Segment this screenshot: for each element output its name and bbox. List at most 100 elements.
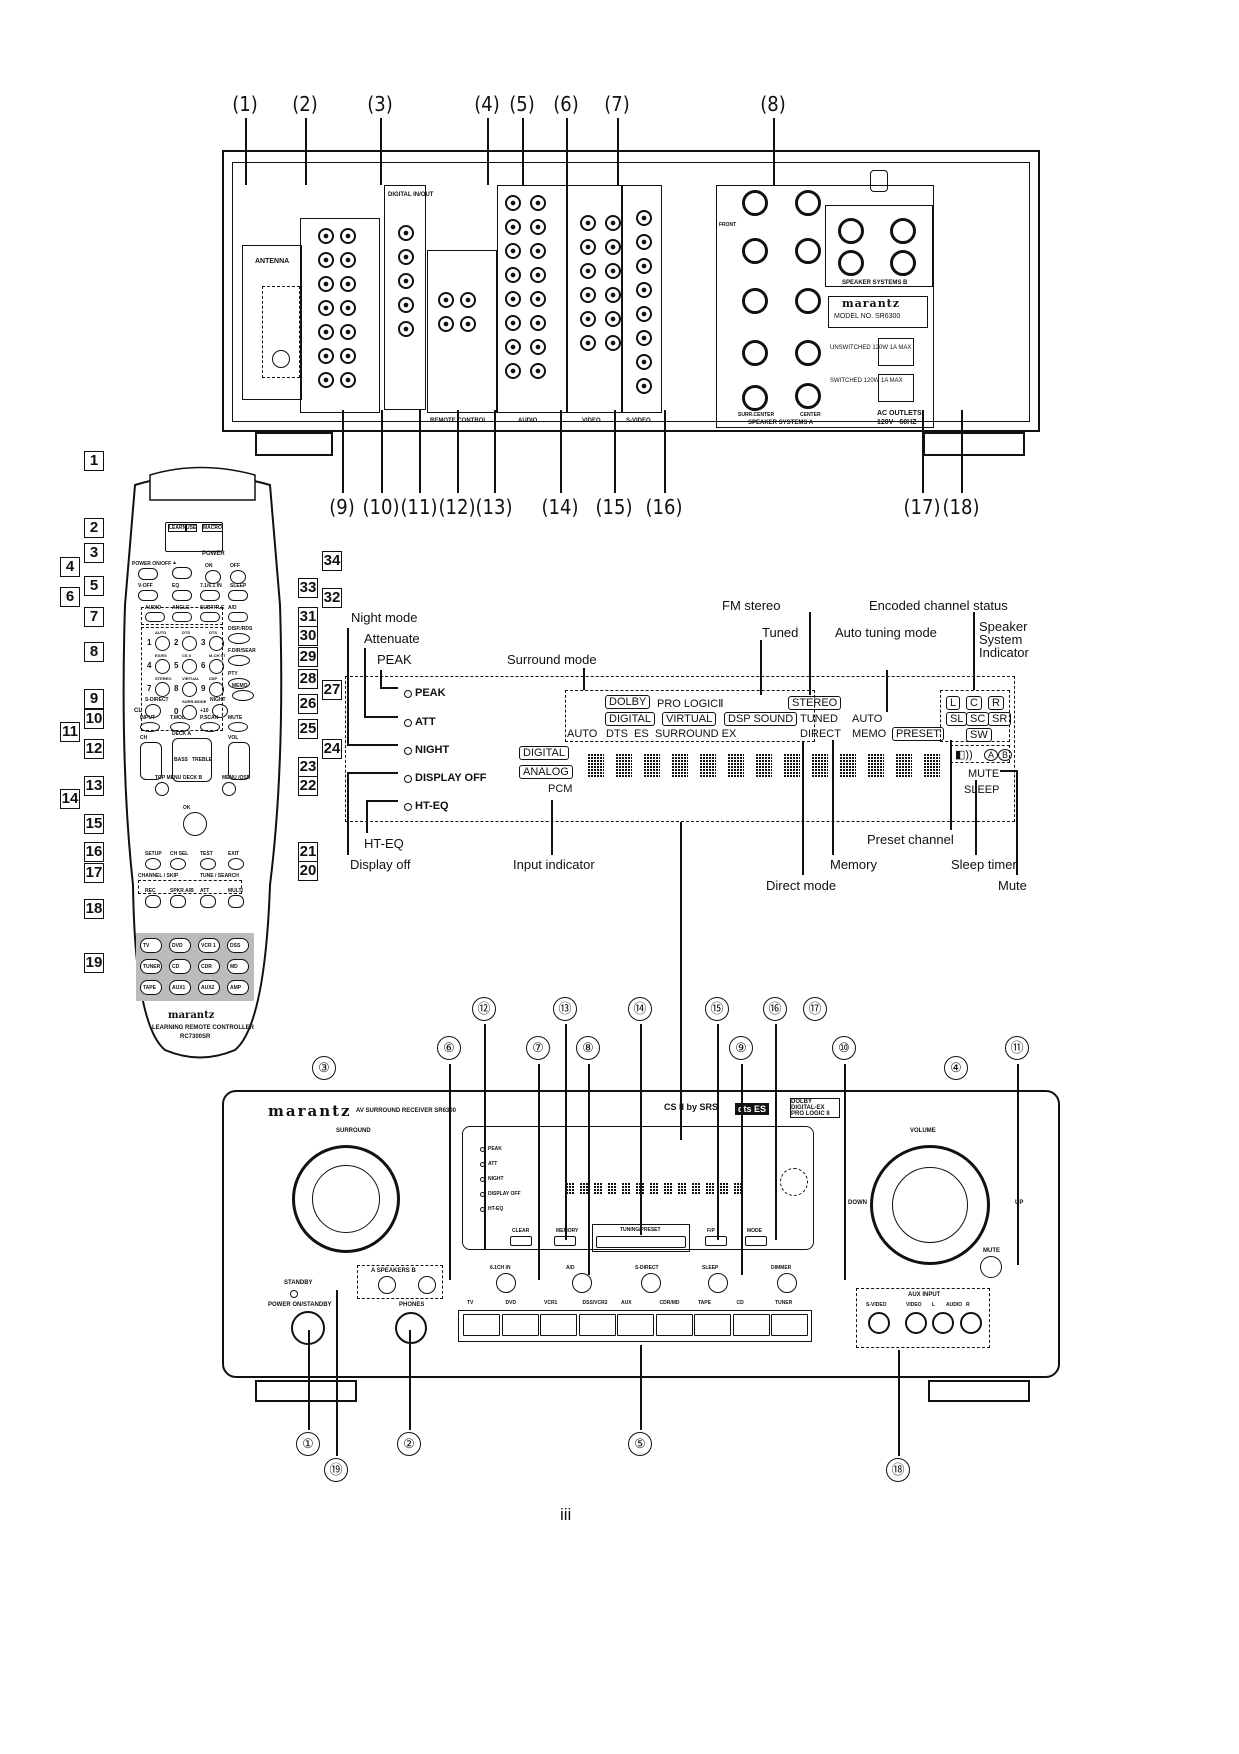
remote-number-key-2[interactable] [182,636,197,651]
remote-ch-sel-button[interactable] [170,858,186,870]
remote-source-aux2[interactable] [198,980,220,995]
remote-number-key-8[interactable] [182,682,197,697]
remote-number-key-7[interactable] [155,682,170,697]
input-button-tv[interactable] [463,1314,500,1336]
remote-on-button[interactable] [205,570,221,584]
aux-jack-label: VIDEO [906,1302,922,1308]
leader-line [380,118,382,185]
input-button-dssvcr2[interactable] [578,1314,616,1336]
remote-number-key-6[interactable] [209,659,224,674]
remote-top-menu-button[interactable] [155,782,169,796]
remote-ch-button[interactable] [140,742,162,780]
page-number: iii [560,1505,572,1524]
callout-memory: Memory [830,857,877,872]
rca-jack [530,363,546,379]
remote-vol-button[interactable] [228,742,250,780]
input-button-tuner[interactable] [771,1314,808,1336]
remote-source-tv[interactable] [140,938,162,953]
remote-disp-rds-button[interactable] [228,633,250,644]
tuning-preset-rocker[interactable] [596,1236,686,1248]
remote-source-tuner[interactable] [140,959,162,974]
remote-multi-button[interactable] [228,895,244,908]
mute-button[interactable] [980,1256,1002,1278]
remote-source-tape[interactable] [140,980,162,995]
remote-deck-a-button[interactable] [172,738,212,782]
input-button-cdrmd[interactable] [655,1314,693,1336]
remote-tmode-button[interactable] [170,722,190,732]
round-button-dimmer[interactable] [777,1273,797,1293]
aux-jack-audio-r[interactable] [960,1312,982,1334]
remote-memo-label: MEMO [232,683,248,689]
power-label: POWER ON/STANDBY [268,1302,332,1308]
remote-bass-label: BASS [174,757,188,763]
input-button-vcr1[interactable] [540,1314,577,1336]
remote-source-dvd[interactable] [169,938,191,953]
remote-number-key-9[interactable] [209,682,224,697]
remote-menu-osd-button[interactable] [222,782,236,796]
input-button-cd[interactable] [732,1314,770,1336]
phones-jack[interactable] [395,1312,427,1344]
round-button-61chin[interactable] [496,1273,516,1293]
volume-knob[interactable] [870,1145,990,1265]
remote-power-on-off-button[interactable] [138,568,158,580]
remote-source-amp[interactable] [227,980,249,995]
front-dot-matrix [594,1182,603,1194]
remote-eq-button[interactable] [172,590,192,601]
remote-s-direct-button[interactable] [145,704,161,718]
round-button-ad[interactable] [572,1273,592,1293]
remote-sleep-button[interactable] [228,590,248,601]
remote-fdir-sear-button[interactable] [228,655,250,666]
round-button-sdirect[interactable] [641,1273,661,1293]
remote-angle-button[interactable] [172,612,192,622]
remote-ch-in-button[interactable] [200,590,220,601]
power-cord [870,170,888,192]
remote-number-key-3[interactable] [209,636,224,651]
remote-source-cdr[interactable] [198,959,220,974]
remote-setup-button[interactable] [145,858,161,870]
remote-source-vcr1[interactable] [198,938,220,953]
panel-button-mode[interactable] [745,1236,767,1246]
remote-test-button[interactable] [200,858,216,870]
remote-number-sub-2: DTS [182,630,190,635]
remote-subtitle-button[interactable] [200,612,220,622]
remote-eject-button[interactable] [172,567,192,579]
remote-off-button[interactable] [230,570,246,584]
remote-number-key-4[interactable] [155,659,170,674]
remote-ad-button[interactable] [228,612,248,622]
panel-button-fp[interactable] [705,1236,727,1246]
aux-jack-s-video[interactable] [868,1312,890,1334]
remote-number-key-0[interactable] [182,705,197,720]
speakers-b-button[interactable] [418,1276,436,1294]
remote-input-button[interactable] [140,722,160,732]
remote-pty-button[interactable] [228,678,250,689]
remote-memo-button[interactable] [232,690,254,701]
input-label-dssvcr2: DSS/VCR2 [582,1300,608,1306]
aux-jack-audio-l[interactable] [932,1312,954,1334]
round-button-sleep[interactable] [708,1273,728,1293]
remote-number-key-5[interactable] [182,659,197,674]
remote-number-key-1[interactable] [155,636,170,651]
aux-jack-video[interactable] [905,1312,927,1334]
input-button-dvd[interactable] [501,1314,539,1336]
speakers-a-button[interactable] [378,1276,396,1294]
remote-mute-button[interactable] [228,722,248,732]
remote-att-button[interactable] [200,895,216,908]
remote-pscan-button[interactable] [200,722,220,732]
remote-source-md[interactable] [227,959,249,974]
remote-audio-button[interactable] [145,612,165,622]
remote-v-off-button[interactable] [138,590,158,601]
input-button-tape[interactable] [694,1314,731,1336]
remote-ok-button[interactable] [183,812,207,836]
rca-jack [460,316,476,332]
remote-rec-button[interactable] [145,895,161,908]
remote-exit-button[interactable] [228,858,244,870]
remote-night-button[interactable] [212,704,228,718]
remote-spkr-ab-button[interactable] [170,895,186,908]
input-button-aux[interactable] [617,1314,654,1336]
remote-source-aux1[interactable] [169,980,191,995]
remote-exit-label: EXIT [228,851,240,857]
remote-source-cd[interactable] [169,959,191,974]
remote-source-dss[interactable] [227,938,249,953]
panel-button-clear[interactable] [510,1236,532,1246]
remote-channel-skip-button[interactable] [138,880,242,894]
